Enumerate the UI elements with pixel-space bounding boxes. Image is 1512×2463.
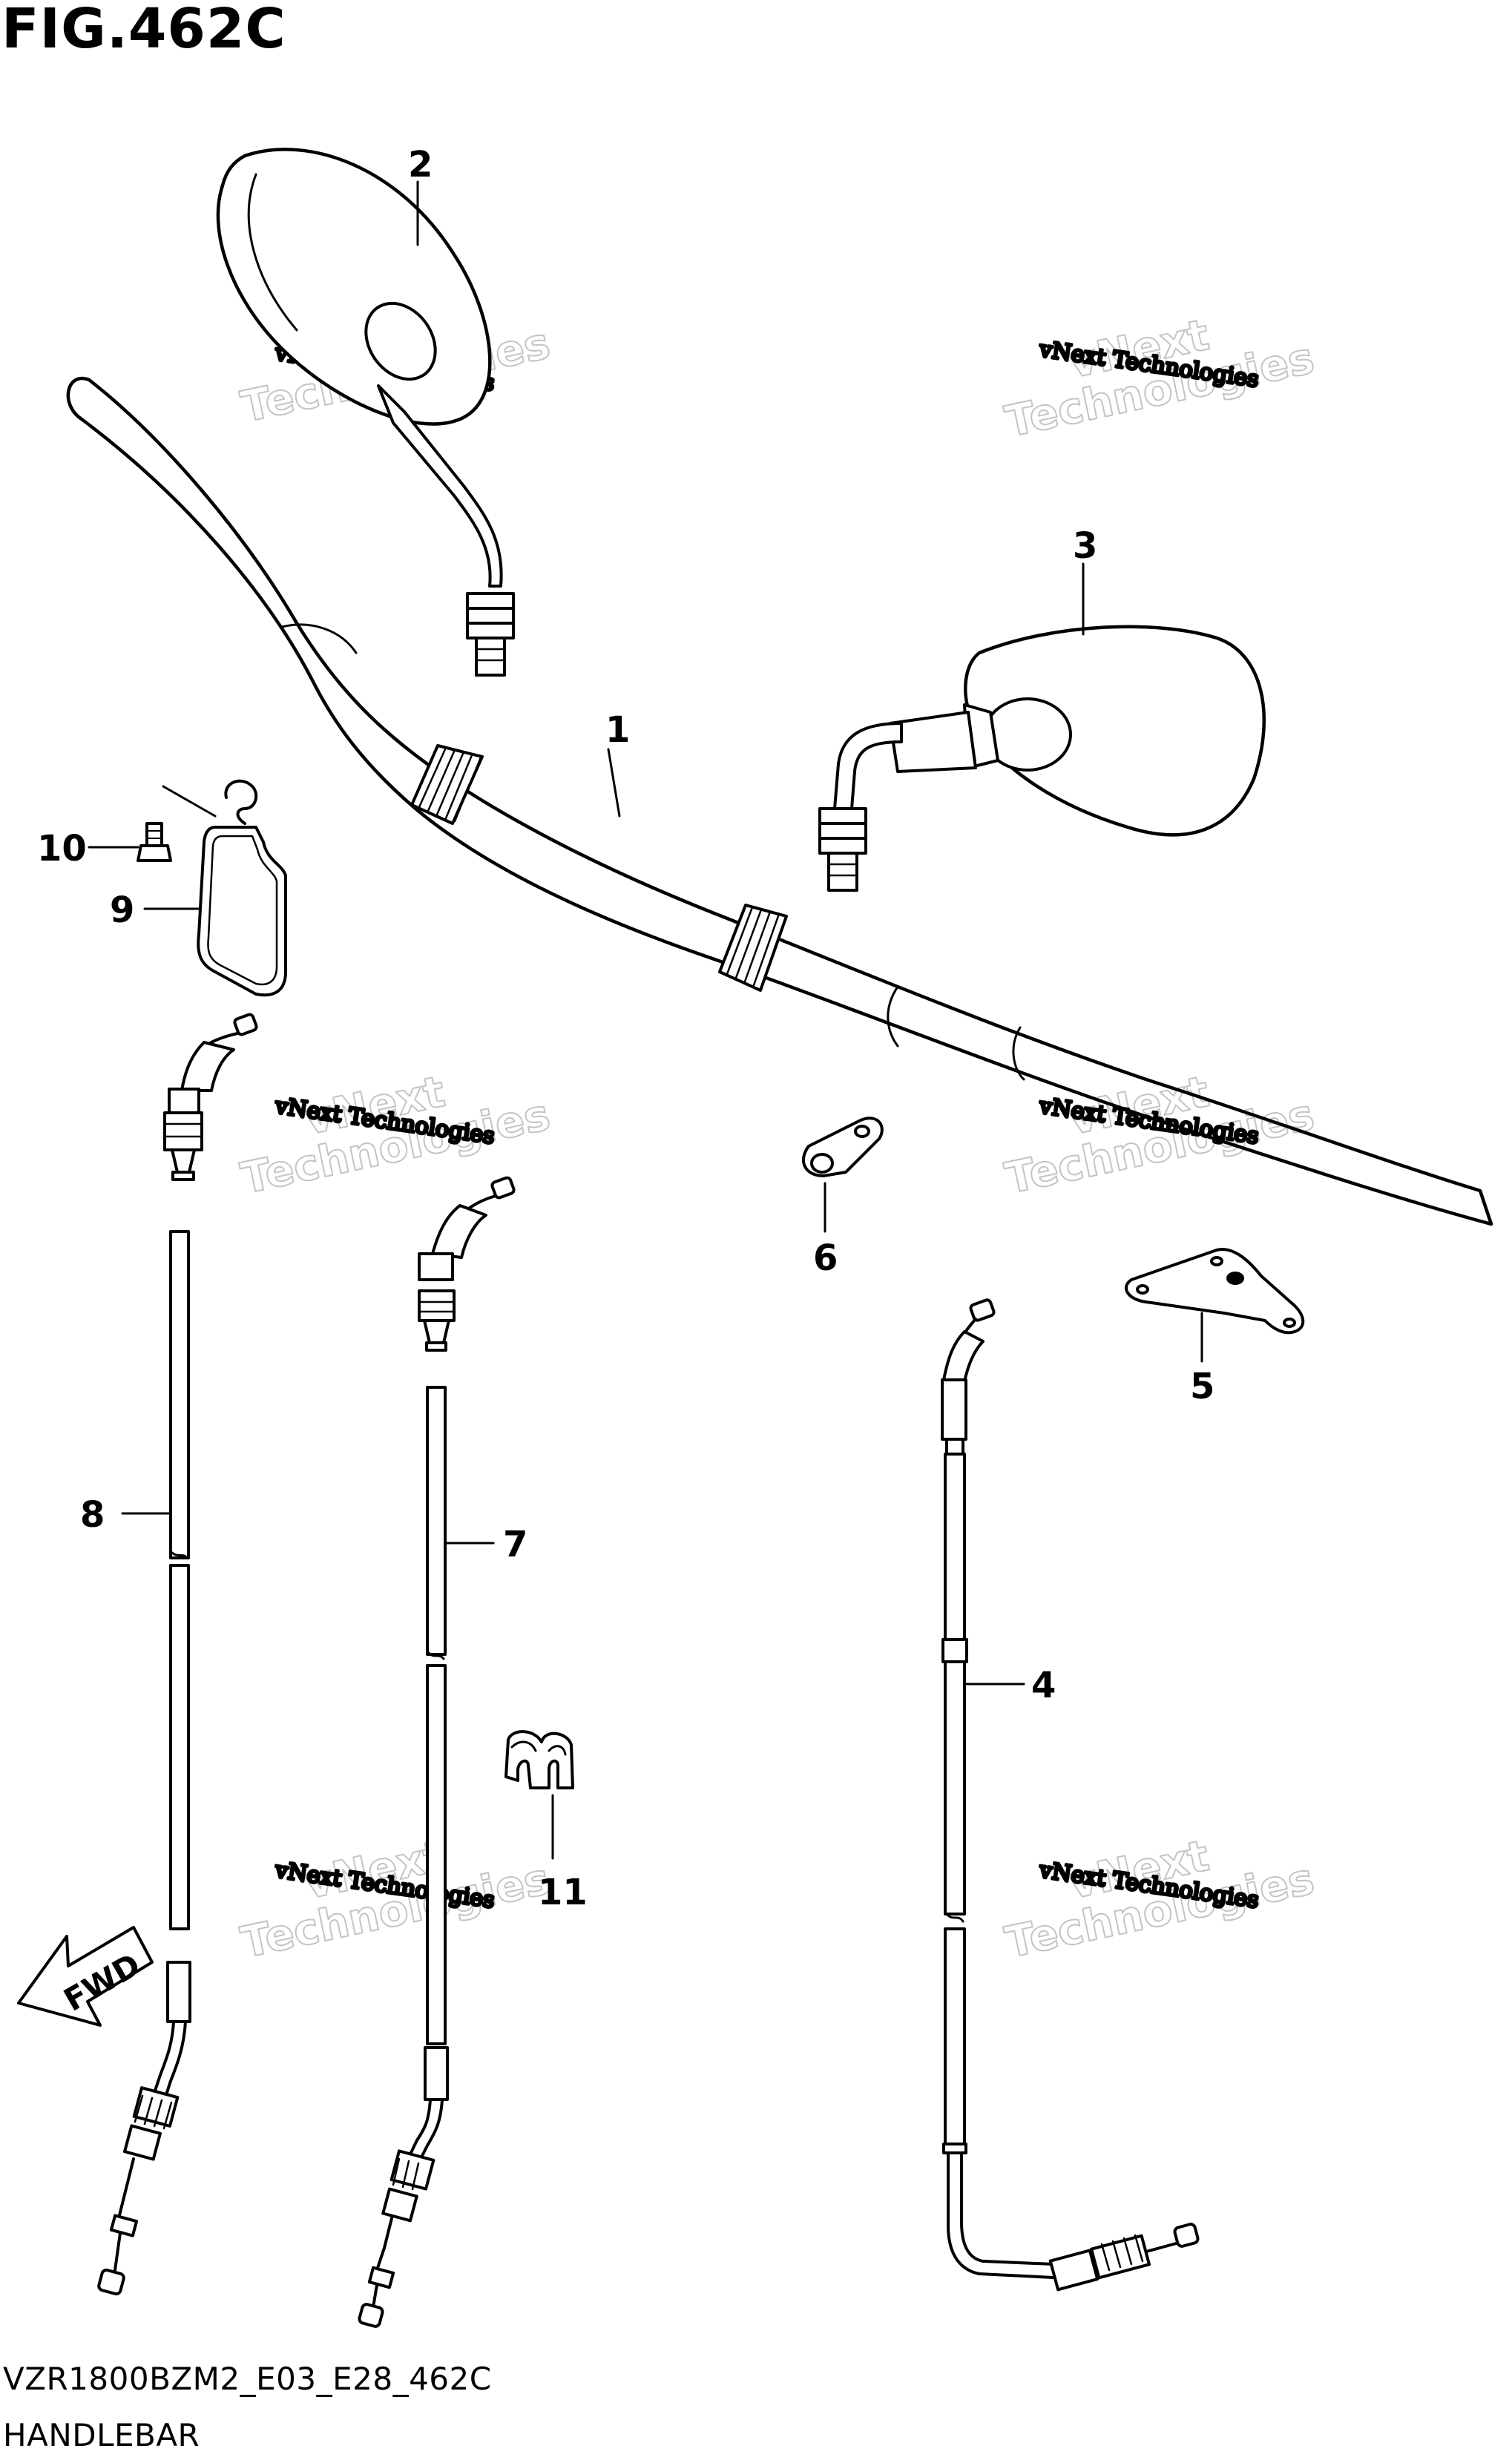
model-code: VZR1800BZM2_E03_E28_462C (3, 2361, 492, 2397)
part-8-throttle-cable (97, 1013, 258, 2296)
fwd-direction-arrow: FWD (17, 1926, 154, 2027)
callout-7: 7 (503, 1524, 527, 1565)
callout-8: 8 (80, 1494, 105, 1536)
part-1-handlebar (66, 376, 1493, 1226)
part-9-bracket (143, 779, 287, 997)
part-10-bolt (88, 822, 172, 862)
callout-11: 11 (538, 1872, 588, 1913)
callout-1: 1 (605, 709, 630, 751)
part-11-clip (504, 1730, 574, 1860)
part-2-left-mirror (216, 148, 515, 677)
part-3-right-mirror (818, 562, 1266, 892)
figure-title: FIG.462C (1, 0, 286, 61)
callout-9: 9 (110, 889, 134, 931)
part-6-cable-clamp (801, 1117, 884, 1233)
section-name: HANDLEBAR (3, 2417, 200, 2453)
callout-6: 6 (813, 1237, 838, 1279)
part-4-cable (941, 1298, 1200, 2292)
callout-10: 10 (37, 828, 87, 869)
callout-3: 3 (1073, 525, 1097, 567)
part-7-throttle-cable (358, 1176, 516, 2328)
part-5-plate (1125, 1248, 1305, 1363)
callout-2: 2 (408, 144, 433, 185)
leader-line-1 (607, 748, 621, 818)
callout-4: 4 (1031, 1665, 1056, 1706)
callout-5: 5 (1190, 1366, 1214, 1407)
